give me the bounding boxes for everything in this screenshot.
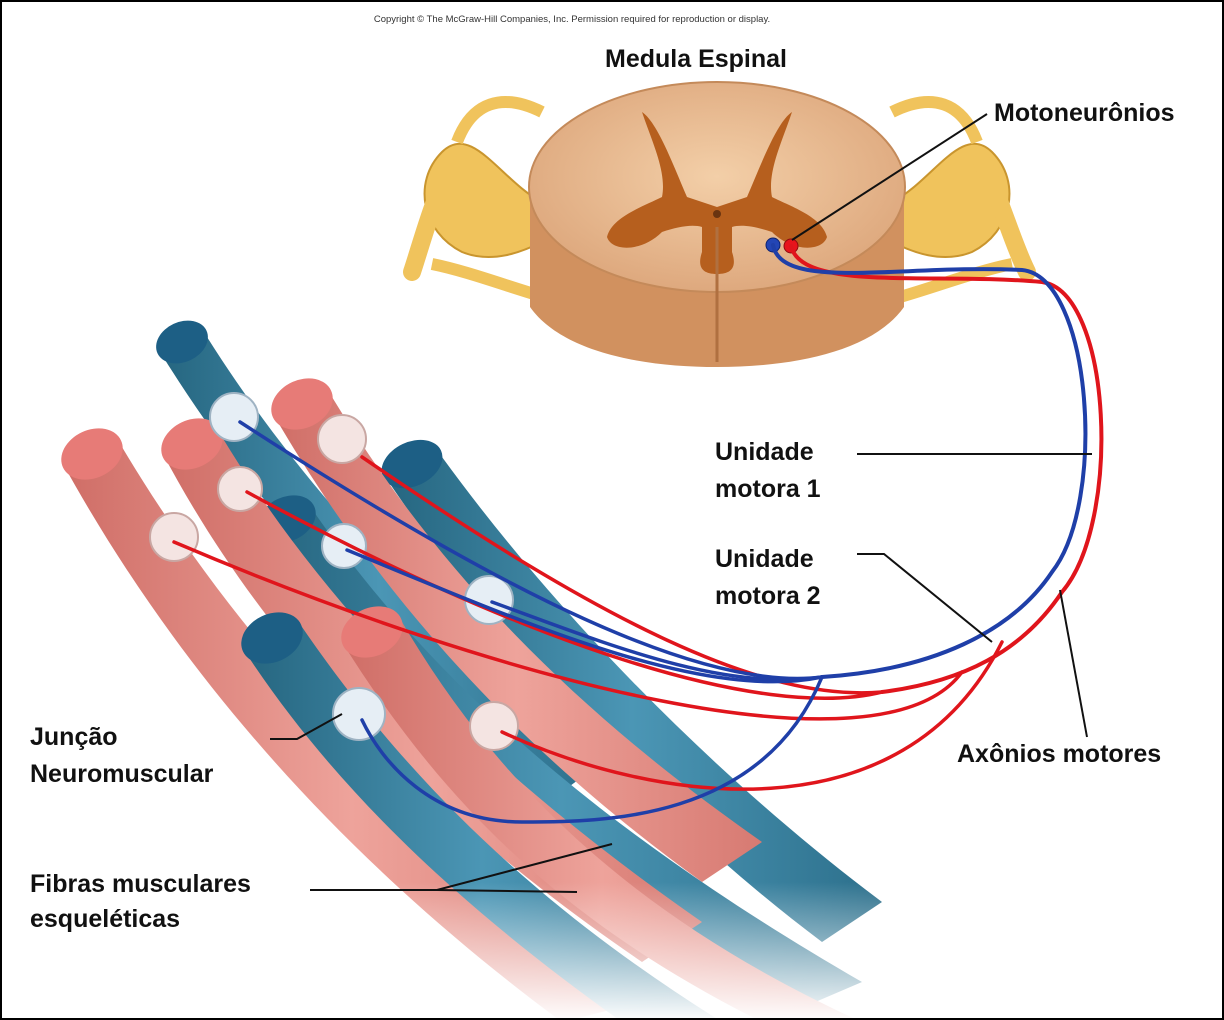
label-axonios-motores: Axônios motores (957, 737, 1161, 771)
label-unidade-motora-2-line1: Unidade (715, 542, 814, 576)
label-juncao-line2: Neuromuscular (30, 757, 213, 791)
spinal-cord (412, 82, 1027, 367)
label-medula-espinal: Medula Espinal (605, 42, 787, 76)
label-fibras-line2: esqueléticas (30, 902, 180, 936)
label-unidade-motora-1-line2: motora 1 (715, 472, 821, 506)
label-unidade-motora-1-line1: Unidade (715, 435, 814, 469)
label-unidade-motora-2-line2: motora 2 (715, 579, 821, 613)
label-fibras-line1: Fibras musculares (30, 867, 251, 901)
label-motoneuronios: Motoneurônios (994, 96, 1175, 130)
label-juncao-line1: Junção (30, 720, 118, 754)
